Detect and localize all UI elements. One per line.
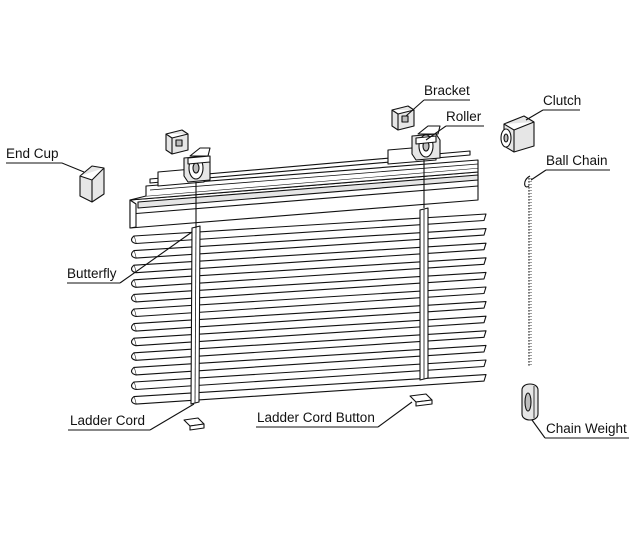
head-rail [129,159,479,229]
slat-edge [131,293,137,303]
rail-clip-left [187,155,211,165]
label-ladder-cord: Ladder Cord [70,413,145,428]
slat-edge [131,308,137,318]
chain-weight [521,383,539,421]
slat-stack [131,213,487,405]
label-clutch: Clutch [543,93,581,108]
label-chain-weight: Chain Weight [546,421,627,436]
slat-edge [131,323,137,332]
bracket-right [391,105,415,131]
bracket-left [165,129,189,155]
slat-edge [131,337,137,347]
leader-lines [6,99,629,439]
slat-edge [131,352,137,361]
ladder-cord-button-left [183,417,205,431]
label-bracket: Bracket [424,83,470,98]
end-cup [79,165,105,203]
ladder-cord-right [419,207,429,381]
ladder-cord-button-right [409,393,433,407]
label-roller: Roller [446,109,482,124]
clutch [500,115,535,153]
label-ladder-cord-button: Ladder Cord Button [257,410,375,425]
slat-edge [131,366,137,376]
label-ball-chain: Ball Chain [546,153,608,168]
slat-edge [131,250,137,259]
label-butterfly: Butterfly [67,266,117,281]
slat-edge [131,235,137,245]
label-end-cup: End Cup [6,146,59,161]
slat-edge [131,381,137,391]
slat-edge [131,396,137,405]
ladder-cord-left [190,225,201,405]
slat-edge [131,279,137,288]
ball-chain [524,175,532,366]
